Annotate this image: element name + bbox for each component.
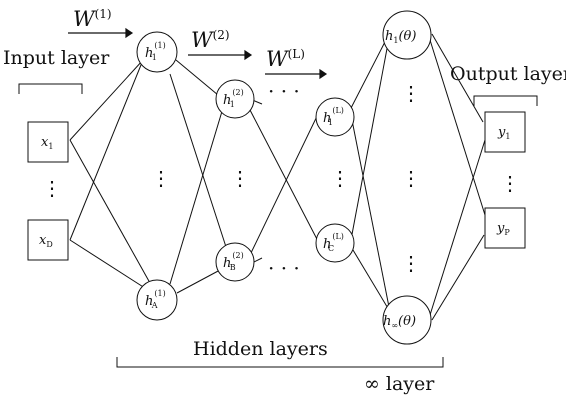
infinity-node-hinf-theta: h∞(θ) xyxy=(382,295,432,345)
infinity-node-h1-theta: h1(θ) xyxy=(382,10,432,60)
hidden-layer-2-ellipsis: ⋮ xyxy=(230,166,250,190)
infinity-layer-label: ∞ layer xyxy=(364,373,435,395)
weight-label-wl: W(L) xyxy=(266,47,305,71)
connections xyxy=(69,33,486,321)
output-ellipsis: ⋮ xyxy=(500,171,520,195)
input-node-x1: x1 xyxy=(27,121,69,163)
hidden-layers-bracket xyxy=(116,357,444,368)
svg-text:xD: xD xyxy=(39,233,53,249)
hidden-node-hc-l: h(L)C xyxy=(315,223,355,263)
hidden-node-hb-2: h(2)B xyxy=(215,242,255,282)
weight-label-w1: W(1) xyxy=(73,7,112,31)
infinity-layer-ellipsis-3: ⋮ xyxy=(401,251,421,275)
svg-text:h(2)1: h(2)1 xyxy=(223,88,244,109)
hidden-layer-l-ellipsis: ⋮ xyxy=(330,166,350,190)
hidden-node-ha-1: h(1)A xyxy=(136,279,178,321)
svg-text:x1: x1 xyxy=(41,135,53,151)
svg-text:h(L)C: h(L)C xyxy=(323,232,344,253)
svg-text:y1: y1 xyxy=(497,125,510,141)
weight-arrows xyxy=(68,27,328,80)
output-layer-label: Output layer xyxy=(450,63,566,85)
svg-text:h(1)A: h(1)A xyxy=(145,289,166,310)
svg-text:yP: yP xyxy=(496,221,510,237)
svg-text:h(1)1: h(1)1 xyxy=(145,41,166,62)
hidden-node-h1-1: h(1)1 xyxy=(136,31,178,73)
infinity-layer-ellipsis-2: ⋮ xyxy=(401,166,421,190)
infinity-layer-ellipsis-1: ⋮ xyxy=(401,81,421,105)
svg-text:h(2)B: h(2)B xyxy=(223,251,244,272)
output-node-y1: y1 xyxy=(484,111,526,153)
hidden-layers-label: Hidden layers xyxy=(193,338,328,360)
horizontal-ellipsis-bottom: · · · xyxy=(268,256,300,280)
hidden-layer-1-ellipsis: ⋮ xyxy=(151,166,171,190)
horizontal-ellipsis-top: · · · xyxy=(268,79,300,103)
weight-label-w2: W(2) xyxy=(191,28,230,52)
svg-text:h(L)1: h(L)1 xyxy=(323,106,344,127)
output-layer-bracket xyxy=(473,95,538,106)
hidden-node-h1-2: h(2)1 xyxy=(215,79,255,119)
svg-text:h∞(θ): h∞(θ) xyxy=(383,314,416,330)
svg-text:h1(θ): h1(θ) xyxy=(385,29,416,45)
input-node-xd: xD xyxy=(27,219,69,261)
input-layer-label: Input layer xyxy=(3,47,110,69)
input-layer-bracket xyxy=(18,83,83,94)
input-ellipsis: ⋮ xyxy=(42,176,62,200)
output-node-yp: yP xyxy=(484,207,526,249)
hidden-node-h1-l: h(L)1 xyxy=(315,97,355,137)
